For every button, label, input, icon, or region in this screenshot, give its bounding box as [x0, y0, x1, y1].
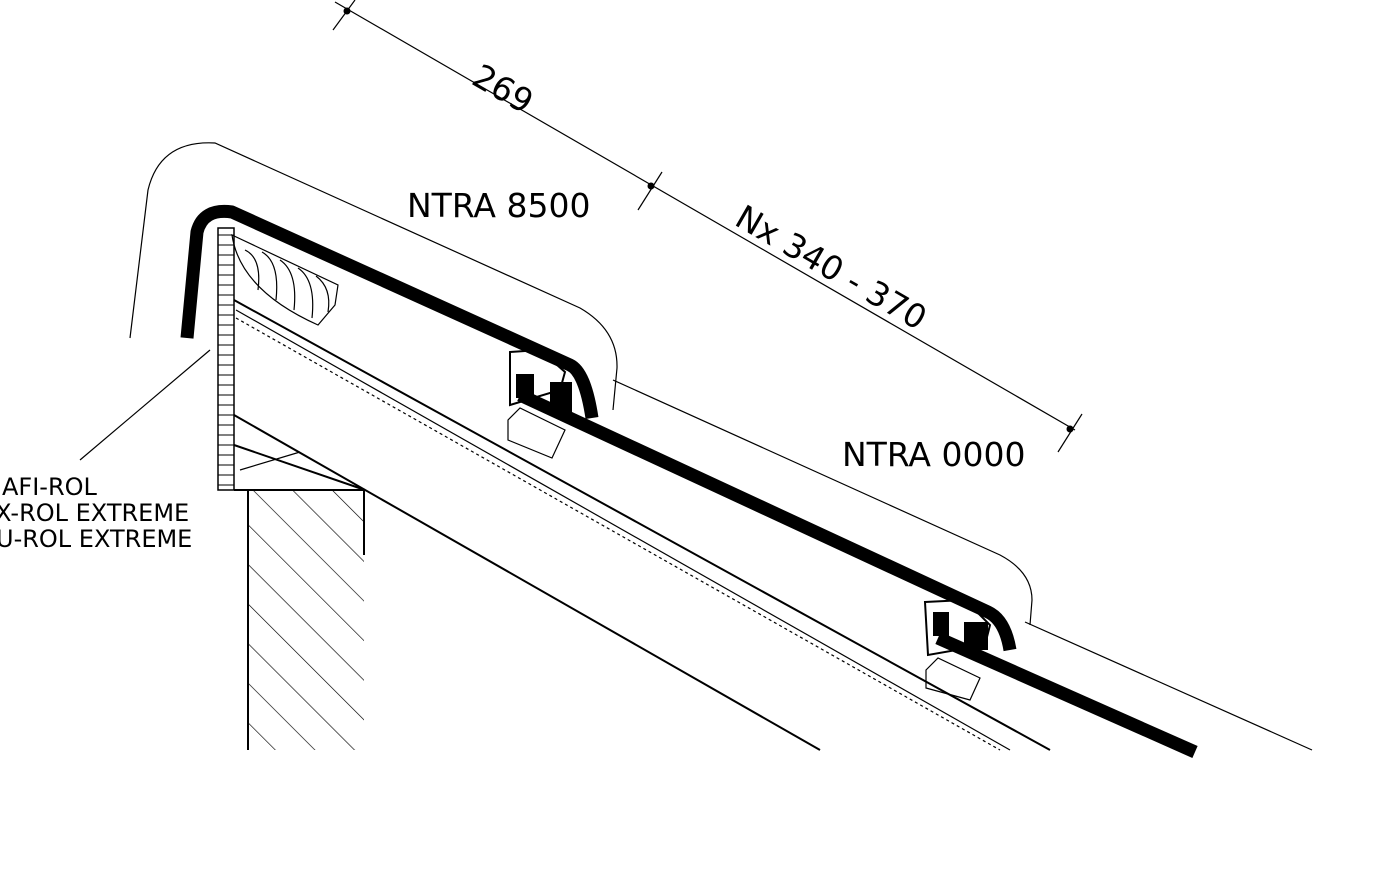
ridge-tile-outline [129, 142, 618, 411]
dimension-line [332, 0, 1083, 453]
vent-product-2: EX-ROL EXTREME [0, 499, 189, 527]
ridge-beam [248, 490, 364, 750]
batten-upper [507, 407, 566, 459]
vent-product-3: U-ROL EXTREME [0, 525, 192, 553]
ridge-vent-roll [231, 233, 339, 326]
tile-clip-upper [509, 348, 572, 412]
roof-tile-profile-1 [517, 389, 1017, 652]
roof-tile-label: NTRA 0000 [842, 435, 1025, 474]
roof-tile-profile-2 [935, 632, 1198, 758]
roof-layers [233, 299, 1051, 751]
roof-tile-outline-next [1024, 621, 1313, 751]
dimension-label-spacing: Nx 340 - 370 [729, 197, 933, 338]
roof-tile-outline [612, 379, 1033, 626]
ridge-board [217, 227, 235, 491]
rafter-connection [233, 444, 366, 491]
vent-product-1: AFI-ROL [2, 473, 98, 501]
dimension-label-269: 269 [466, 56, 540, 121]
tile-clip-lower [923, 598, 992, 657]
leader-line [79, 349, 211, 461]
batten-lower [925, 657, 981, 701]
ridge-tile-label: NTRA 8500 [407, 186, 590, 225]
ridge-tile-profile [180, 204, 599, 420]
